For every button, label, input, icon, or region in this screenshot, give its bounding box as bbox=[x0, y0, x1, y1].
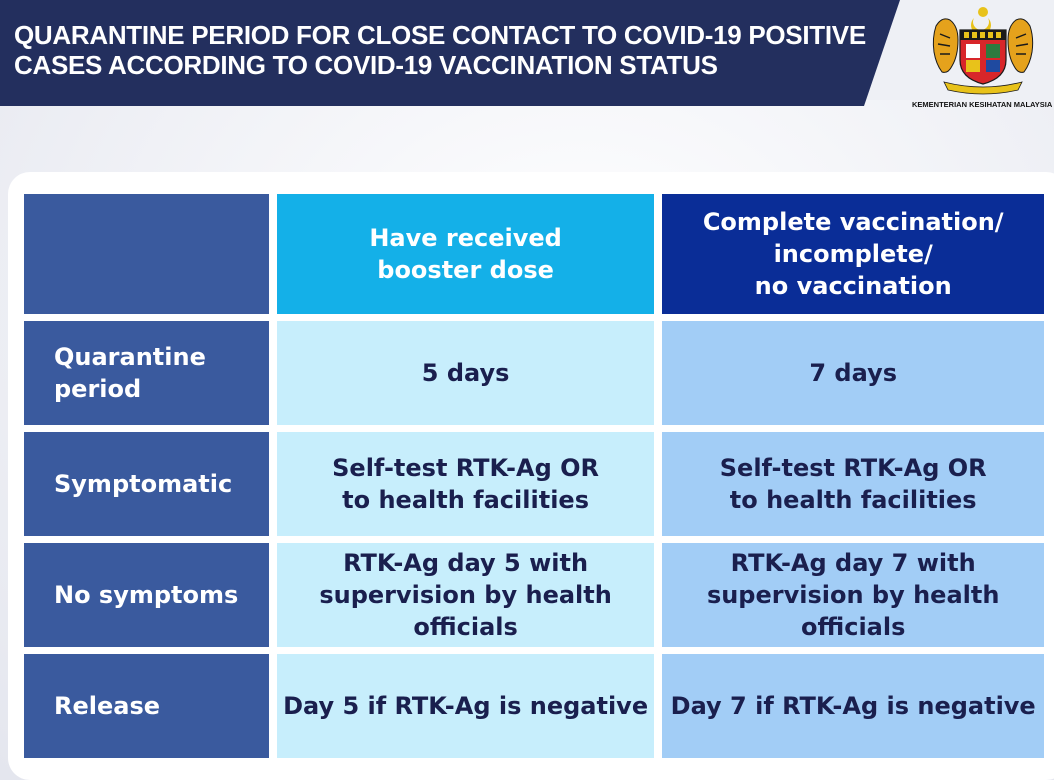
column-header-line: no vaccination bbox=[754, 272, 952, 300]
title-banner bbox=[0, 0, 900, 106]
row-label-line: No symptoms bbox=[54, 581, 239, 609]
column-header-line: incomplete/ bbox=[773, 240, 933, 268]
cell-text: officials bbox=[413, 613, 518, 641]
quarantine-table: Have received booster dose Complete vacc… bbox=[24, 194, 1044, 765]
column-header-line: Complete vaccination/ bbox=[702, 208, 1004, 236]
cell-text: RTK-Ag day 7 with bbox=[730, 549, 976, 577]
row-label-symptomatic: Symptomatic bbox=[24, 432, 269, 536]
cell-text: Self-test RTK-Ag OR bbox=[719, 454, 987, 482]
coat-of-arms-icon bbox=[932, 7, 1034, 95]
cell-other-no-symptoms: RTK-Ag day 7 with supervision by health … bbox=[662, 543, 1044, 647]
row-label-release: Release bbox=[24, 654, 269, 758]
cell-text: Day 7 if RTK-Ag is negative bbox=[670, 692, 1036, 720]
cell-booster-no-symptoms: RTK-Ag day 5 with supervision by health … bbox=[276, 543, 655, 647]
cell-text: to health facilities bbox=[729, 486, 977, 514]
table-row: Symptomatic Self-test RTK-Ag OR to healt… bbox=[24, 432, 1044, 536]
cell-text: supervision by health bbox=[319, 581, 612, 609]
cell-text: 7 days bbox=[809, 359, 897, 387]
column-header-line: booster dose bbox=[377, 256, 554, 284]
cell-other-symptomatic: Self-test RTK-Ag OR to health facilities bbox=[662, 432, 1044, 536]
row-label-line: Release bbox=[54, 692, 161, 720]
row-label-line: Symptomatic bbox=[54, 470, 233, 498]
header-empty-cell bbox=[24, 194, 269, 314]
column-header-booster: Have received booster dose bbox=[276, 194, 655, 314]
title-line-2: CASES ACCORDING TO COVID-19 VACCINATION … bbox=[14, 50, 718, 80]
cell-booster-quarantine: 5 days bbox=[276, 321, 655, 425]
column-header-other: Complete vaccination/ incomplete/ no vac… bbox=[662, 194, 1044, 314]
cell-text: to health facilities bbox=[342, 486, 589, 514]
row-label-no-symptoms: No symptoms bbox=[24, 543, 269, 647]
cell-other-quarantine: 7 days bbox=[662, 321, 1044, 425]
row-label-quarantine-period: Quarantine period bbox=[24, 321, 269, 425]
cell-other-release: Day 7 if RTK-Ag is negative bbox=[662, 654, 1044, 758]
page-title: QUARANTINE PERIOD FOR CLOSE CONTACT TO C… bbox=[14, 20, 894, 80]
title-line-1: QUARANTINE PERIOD FOR CLOSE CONTACT TO C… bbox=[14, 20, 866, 50]
table-row: Quarantine period 5 days 7 days bbox=[24, 321, 1044, 425]
cell-text: officials bbox=[800, 613, 906, 641]
cell-text: supervision by health bbox=[706, 581, 1000, 609]
cell-booster-symptomatic: Self-test RTK-Ag OR to health facilities bbox=[276, 432, 655, 536]
cell-text: 5 days bbox=[421, 359, 510, 387]
table-row: No symptoms RTK-Ag day 5 with supervisio… bbox=[24, 543, 1044, 647]
cell-booster-release: Day 5 if RTK-Ag is negative bbox=[276, 654, 655, 758]
table-header-row: Have received booster dose Complete vacc… bbox=[24, 194, 1044, 314]
row-label-line: Quarantine bbox=[54, 343, 206, 371]
cell-text: Day 5 if RTK-Ag is negative bbox=[283, 692, 649, 720]
column-header-line: Have received bbox=[369, 224, 562, 252]
table-row: Release Day 5 if RTK-Ag is negative Day … bbox=[24, 654, 1044, 758]
cell-text: Self-test RTK-Ag OR bbox=[332, 454, 600, 482]
ministry-name: KEMENTERIAN KESIHATAN MALAYSIA bbox=[912, 100, 1053, 109]
cell-text: RTK-Ag day 5 with bbox=[343, 549, 589, 577]
row-label-line: period bbox=[54, 375, 142, 403]
ministry-logo: KEMENTERIAN KESIHATAN MALAYSIA bbox=[912, 4, 1054, 112]
